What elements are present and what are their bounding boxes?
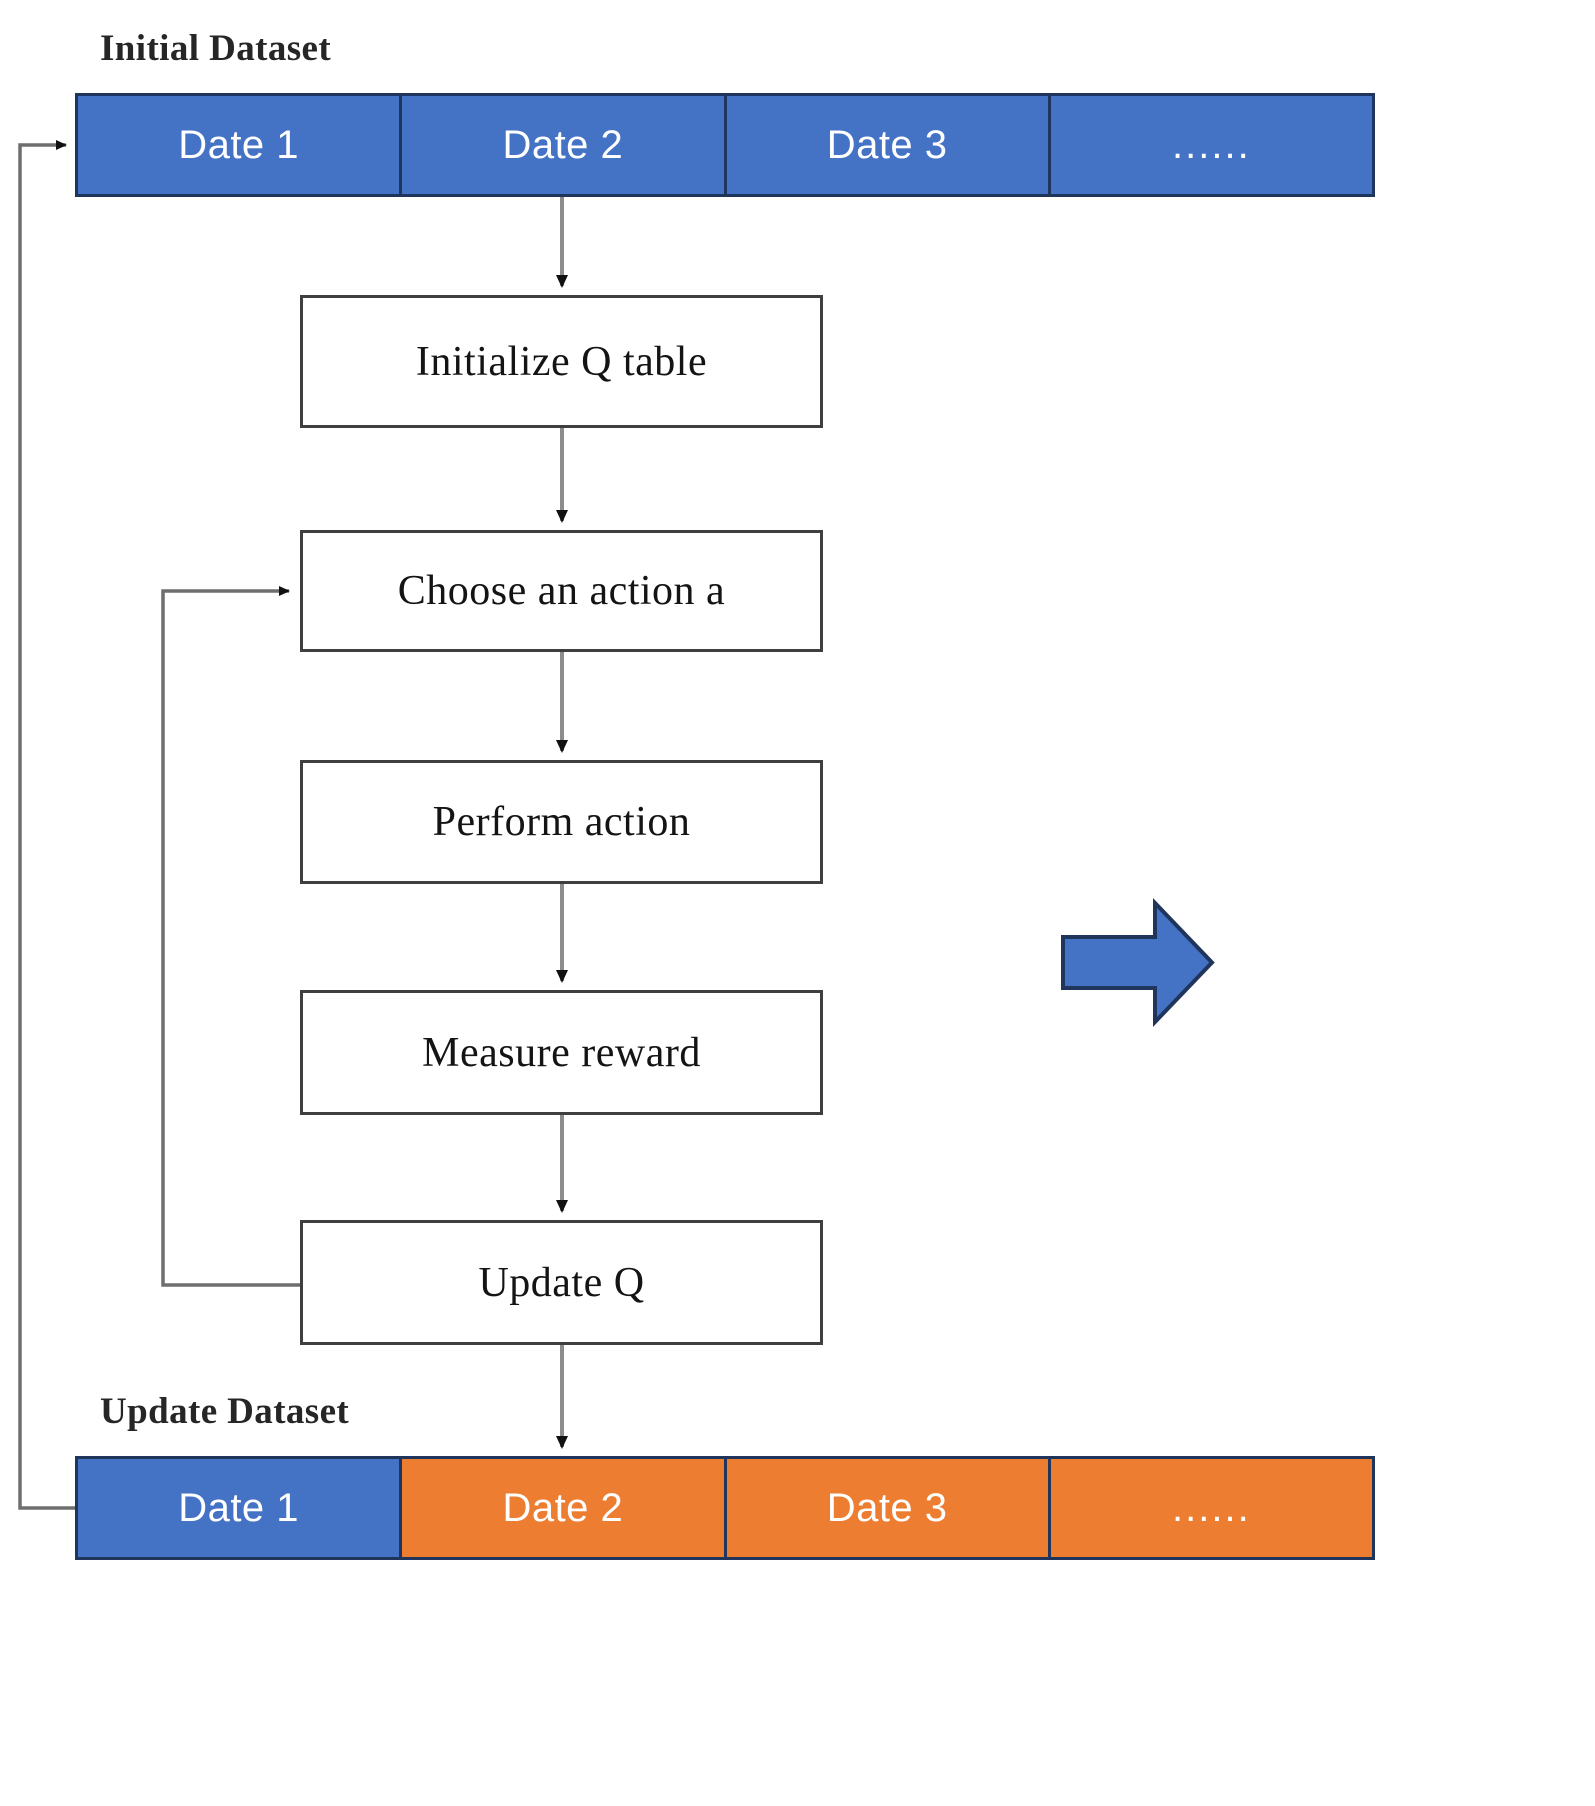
update-dataset-title: Update Dataset: [100, 1391, 350, 1432]
arrow-outer-loop-update-to-initial: [18, 140, 75, 1510]
initial-dataset-cell-ellipsis[interactable]: ......: [1050, 96, 1372, 194]
update-dataset-cell[interactable]: Date 2: [402, 1459, 727, 1557]
initial-dataset-cell[interactable]: Date 1: [78, 96, 403, 194]
update-dataset-cell[interactable]: Date 3: [726, 1459, 1051, 1557]
initial-dataset-bar: Date 1 Date 2 Date 3 ......: [75, 93, 1375, 197]
process-box-update-q[interactable]: Update Q: [300, 1220, 823, 1345]
process-box-measure-reward[interactable]: Measure reward: [300, 990, 823, 1115]
initial-dataset-title: Initial Dataset: [100, 28, 332, 69]
update-dataset-cell-ellipsis[interactable]: ......: [1050, 1459, 1372, 1557]
arrow-feedback-updateq-to-choose: [161, 586, 300, 1287]
initial-dataset-cell[interactable]: Date 3: [726, 96, 1051, 194]
initial-dataset-cell[interactable]: Date 2: [402, 96, 727, 194]
update-dataset-bar: Date 1 Date 2 Date 3 ......: [75, 1456, 1375, 1560]
update-dataset-cell[interactable]: Date 1: [78, 1459, 403, 1557]
process-box-perform-action[interactable]: Perform action: [300, 760, 823, 884]
process-box-initialize-q-table[interactable]: Initialize Q table: [300, 295, 823, 428]
blue-right-arrow-icon: [1061, 898, 1215, 1027]
process-box-choose-an-action[interactable]: Choose an action a: [300, 530, 823, 652]
